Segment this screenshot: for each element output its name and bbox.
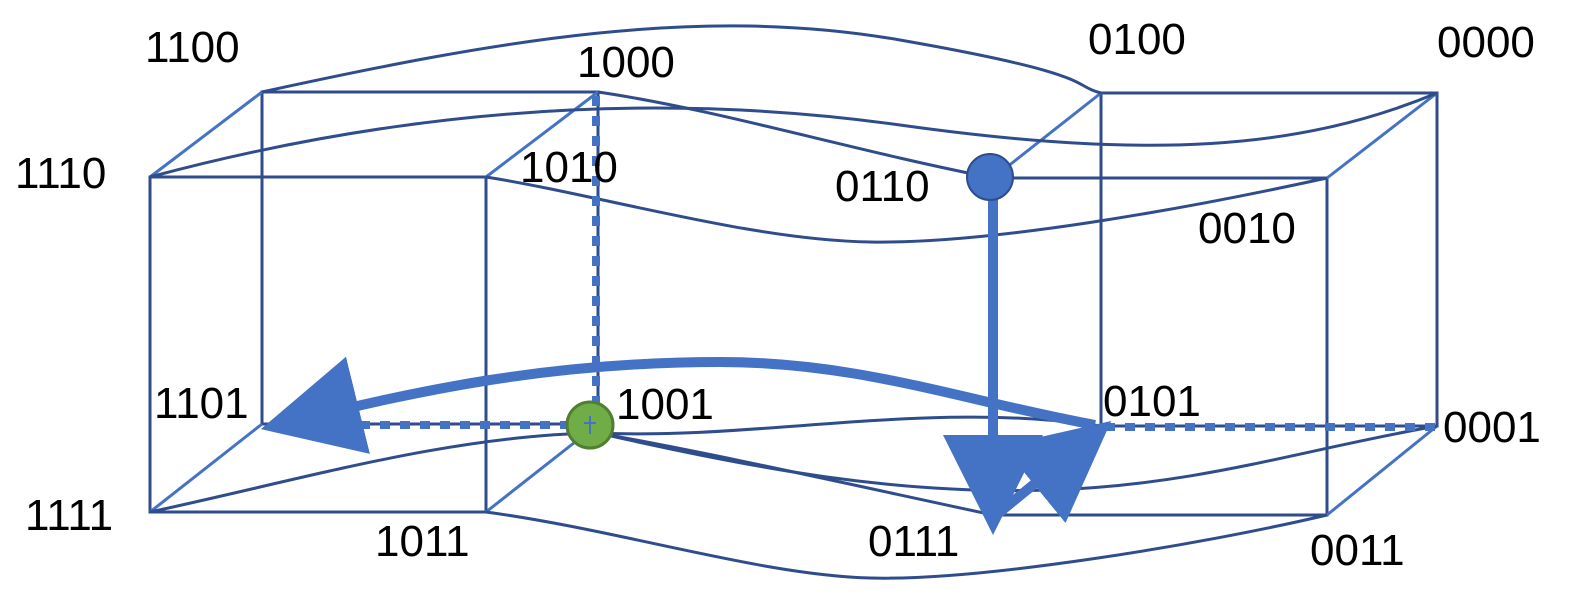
edge-0100-0110 (992, 91, 1102, 180)
node-label-1110: 1110 (15, 149, 106, 198)
cube-connections (149, 24, 1438, 580)
right-cube (991, 91, 1439, 517)
left-cube-front-face (148, 175, 488, 514)
curve-1101-0001 (597, 424, 1438, 493)
arrow-0111-0101 (996, 421, 1112, 524)
node-label-1100: 1100 (145, 23, 240, 72)
path-arrows (260, 190, 1112, 535)
edge-1101-1111 (149, 422, 263, 514)
node-label-0000: 0000 (1437, 18, 1535, 67)
node-label-1101: 1101 (154, 379, 249, 428)
edge-0000-0010 (1326, 91, 1438, 180)
node-label-0110: 0110 (835, 162, 930, 211)
right-cube-depth-edges (992, 91, 1438, 517)
node-label-1001: 1001 (616, 380, 714, 429)
node-label-1111: 1111 (25, 491, 113, 540)
node-label-0010: 0010 (1198, 204, 1296, 253)
node-label-0100: 0100 (1088, 15, 1186, 64)
curve-1110-0000 (149, 91, 1438, 179)
curve-1111-0101 (149, 415, 1102, 514)
node-label-0101: 0101 (1103, 377, 1201, 426)
curve-1000-0110 (597, 90, 994, 180)
curve-1100-0100 (261, 24, 1102, 95)
edge-1100-1110 (149, 90, 263, 179)
node-label-0111: 0111 (868, 517, 959, 566)
node-label-1011: 1011 (375, 517, 470, 566)
arrow-0101-1101 (260, 356, 1096, 454)
curve-1011-0011 (485, 510, 1328, 580)
edge-1000-1010 (485, 90, 599, 179)
node-label-1010: 1010 (520, 143, 618, 192)
node-label-1000: 1000 (577, 38, 675, 87)
node-labels: 1100 1000 0100 0000 1110 1010 0110 0010 … (15, 15, 1541, 575)
start-node-marker (966, 153, 1014, 201)
edge-0001-0011 (1326, 424, 1438, 517)
node-label-0001: 0001 (1443, 403, 1541, 452)
end-node-marker (565, 400, 615, 450)
node-label-0011: 0011 (1310, 526, 1405, 575)
curve-1010-0010 (485, 175, 1328, 244)
